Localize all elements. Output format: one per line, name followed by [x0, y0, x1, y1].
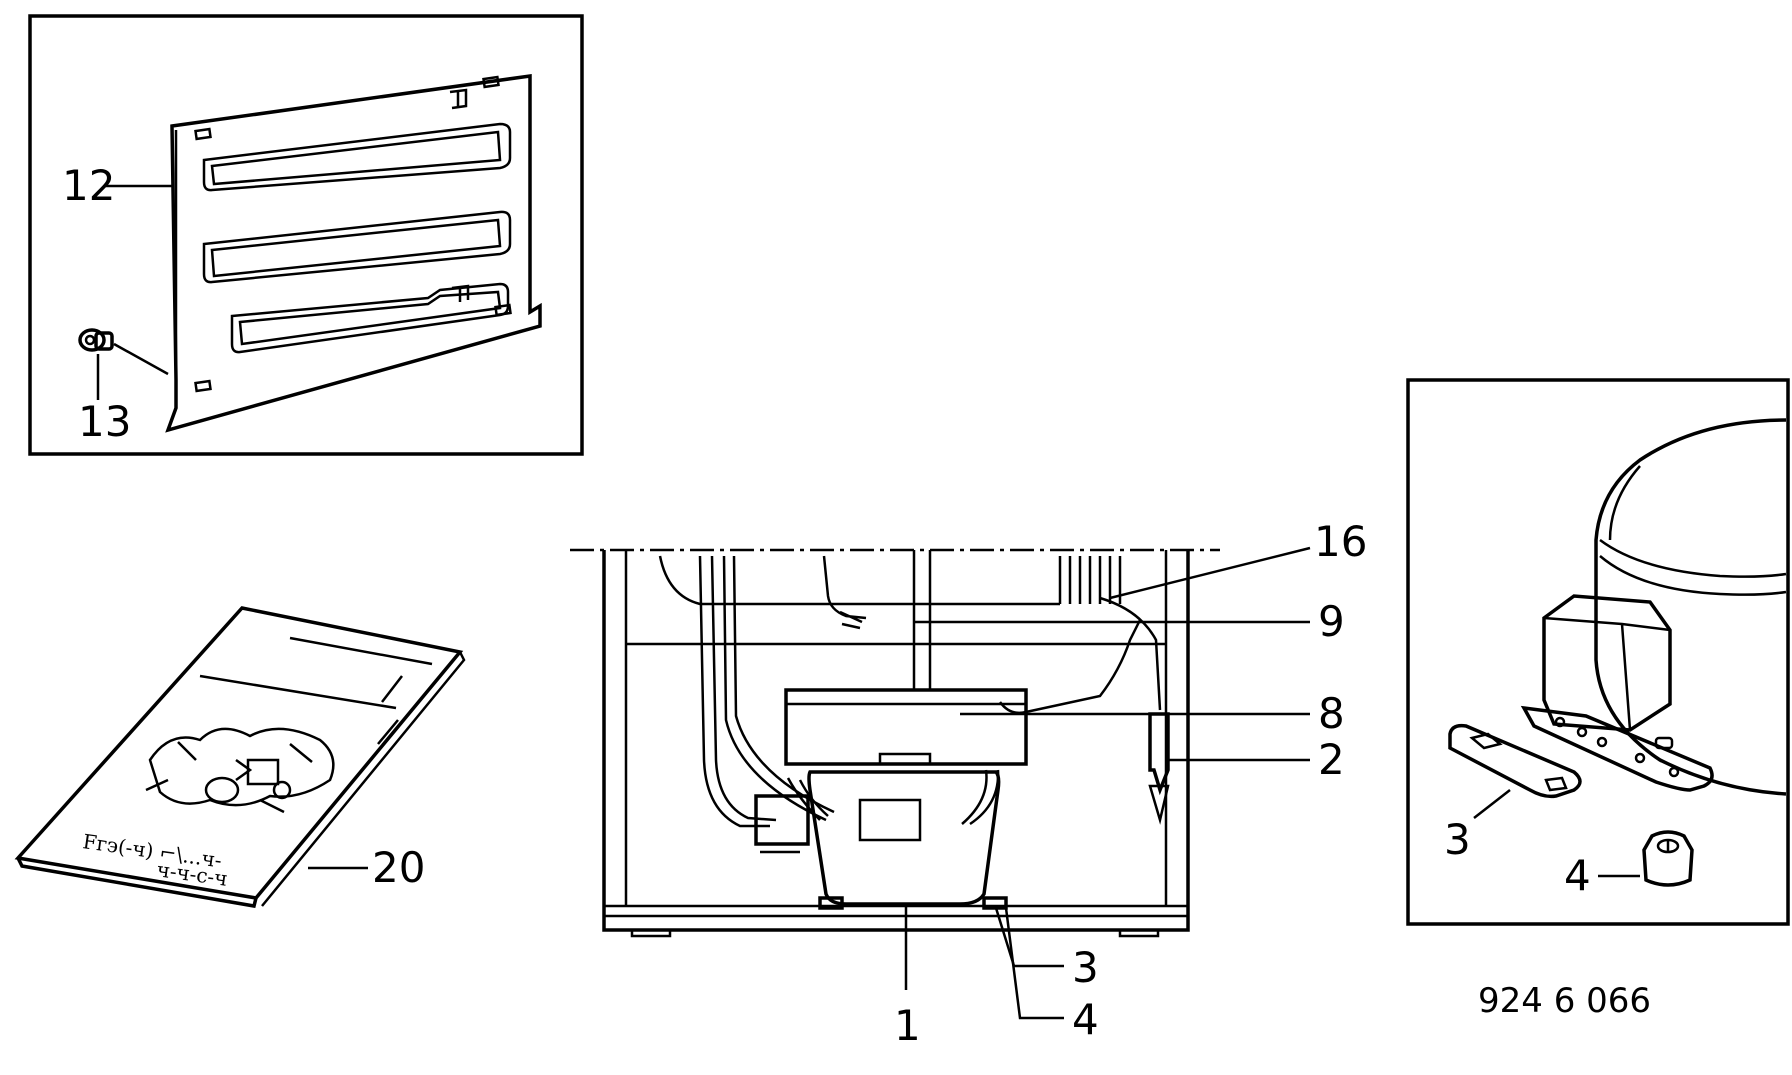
cabinet-outline: [602, 550, 1190, 932]
rubber-grommet-part: [1642, 830, 1694, 887]
back-plate-channel-2: [202, 210, 512, 284]
compressor-base-plate: [1520, 705, 1714, 792]
compressor-dome: [1594, 418, 1787, 796]
clip-part: [78, 328, 114, 352]
manual-cover-illustration: [145, 727, 335, 814]
leader-line-16: [1109, 546, 1311, 600]
callout-4-detail: 4: [1564, 851, 1591, 900]
leader-line-4-main: [1004, 907, 1064, 1020]
compressor-detail-panel-frame: [1406, 378, 1790, 926]
compressor-body: [807, 770, 1001, 906]
cabinet-compressor-assembly: 16 9 8 2 3 4 1: [570, 517, 1367, 1050]
callout-1: 1: [894, 1001, 921, 1050]
compressor-top-housing: [784, 688, 1028, 766]
callout-2: 2: [1318, 735, 1345, 784]
callout-12: 12: [62, 161, 115, 210]
refrigerant-pipes-left: [658, 555, 1060, 606]
instruction-manual-part: Fгэ(-ч) ⌐\...ч- ч-ч-с-ч 20: [14, 606, 466, 909]
terminal-box: [1542, 594, 1672, 732]
callout-8: 8: [1318, 689, 1345, 738]
mounting-bracket-part: [1448, 723, 1582, 799]
leader-line-13-plate: [113, 342, 169, 376]
callout-4-main: 4: [1072, 995, 1099, 1044]
callout-16: 16: [1314, 517, 1367, 566]
compressor-mount-foot: [982, 896, 1008, 910]
diagram-code: 924 6 066: [1478, 981, 1651, 1021]
back-plate-detail-panel: 12 13: [28, 14, 584, 456]
callout-3-main: 3: [1072, 943, 1099, 992]
back-plate-panel-frame: [28, 14, 584, 456]
starter-relay: [754, 794, 810, 846]
callout-9: 9: [1318, 597, 1345, 646]
thermostat-capillary: [998, 619, 1142, 715]
back-plate-channel-1: [202, 122, 512, 192]
compressor-mount-detail-panel: 3 4: [1406, 378, 1790, 926]
callout-3-detail: 3: [1444, 815, 1471, 864]
callout-13: 13: [78, 397, 131, 446]
back-plate-channel-3: [230, 282, 510, 354]
condenser-ribs: [1058, 556, 1122, 604]
leader-line-3-detail: [1473, 789, 1511, 819]
callout-20: 20: [372, 843, 425, 892]
